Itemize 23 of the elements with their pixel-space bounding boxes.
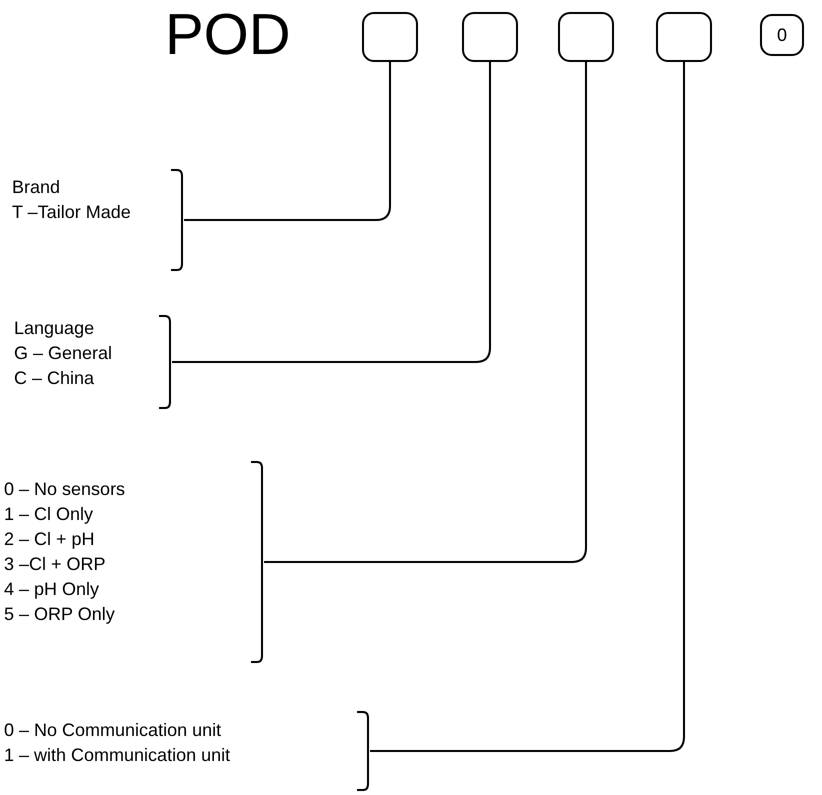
code-prefix: POD xyxy=(165,1,291,69)
option-text: C – China xyxy=(14,367,94,390)
option-text: 0 – No sensors xyxy=(4,478,126,501)
group-heading: Language xyxy=(14,317,94,340)
connector-line xyxy=(264,62,587,563)
code-box: 0 xyxy=(760,14,804,56)
option-text: 1 – Cl Only xyxy=(4,503,94,526)
connector-line xyxy=(370,62,685,752)
option-text: 2 – Cl + pH xyxy=(4,528,95,551)
option-text: 0 – No Communication unit xyxy=(4,719,222,742)
code-box xyxy=(362,12,418,62)
option-text: T –Tailor Made xyxy=(12,201,131,224)
group-heading: Brand xyxy=(12,176,60,199)
code-box xyxy=(462,12,518,62)
option-text: 1 – with Communication unit xyxy=(4,744,230,767)
code-box xyxy=(656,12,712,62)
option-text: G – General xyxy=(14,342,112,365)
code-box xyxy=(558,12,614,62)
option-text: 5 – ORP Only xyxy=(4,603,115,626)
option-text: 4 – pH Only xyxy=(4,578,100,601)
connector-line xyxy=(184,62,391,221)
option-text: 3 –Cl + ORP xyxy=(4,553,106,576)
connector-line xyxy=(172,62,491,363)
